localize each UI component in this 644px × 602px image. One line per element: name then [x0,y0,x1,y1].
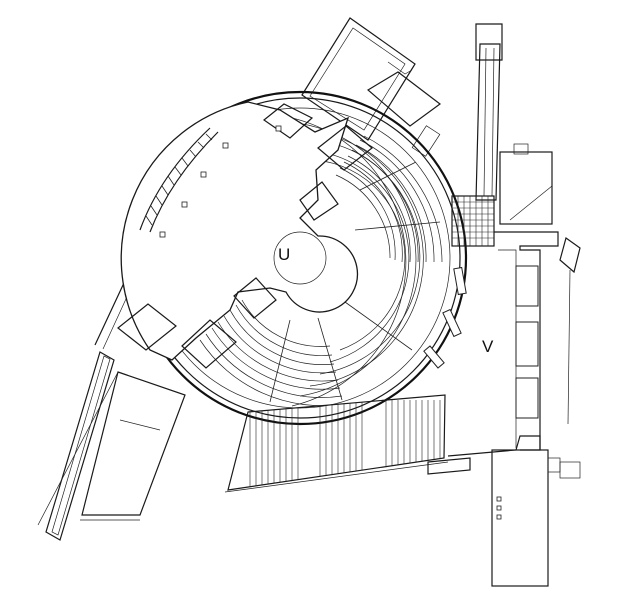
stage-openings [159,125,282,238]
terrace-band [224,394,541,493]
stage-side-blocks [117,103,373,369]
hatched-wall [139,127,219,233]
foyer-hall [494,231,581,451]
entrance-ramp [37,351,186,541]
paving-grid [452,196,494,246]
drum-exits [423,266,467,369]
south-wing [491,449,581,587]
stage-area [120,101,359,361]
auditorium-label: U [278,245,290,264]
foyer-block [451,23,553,247]
foyer-label: V [482,337,494,356]
